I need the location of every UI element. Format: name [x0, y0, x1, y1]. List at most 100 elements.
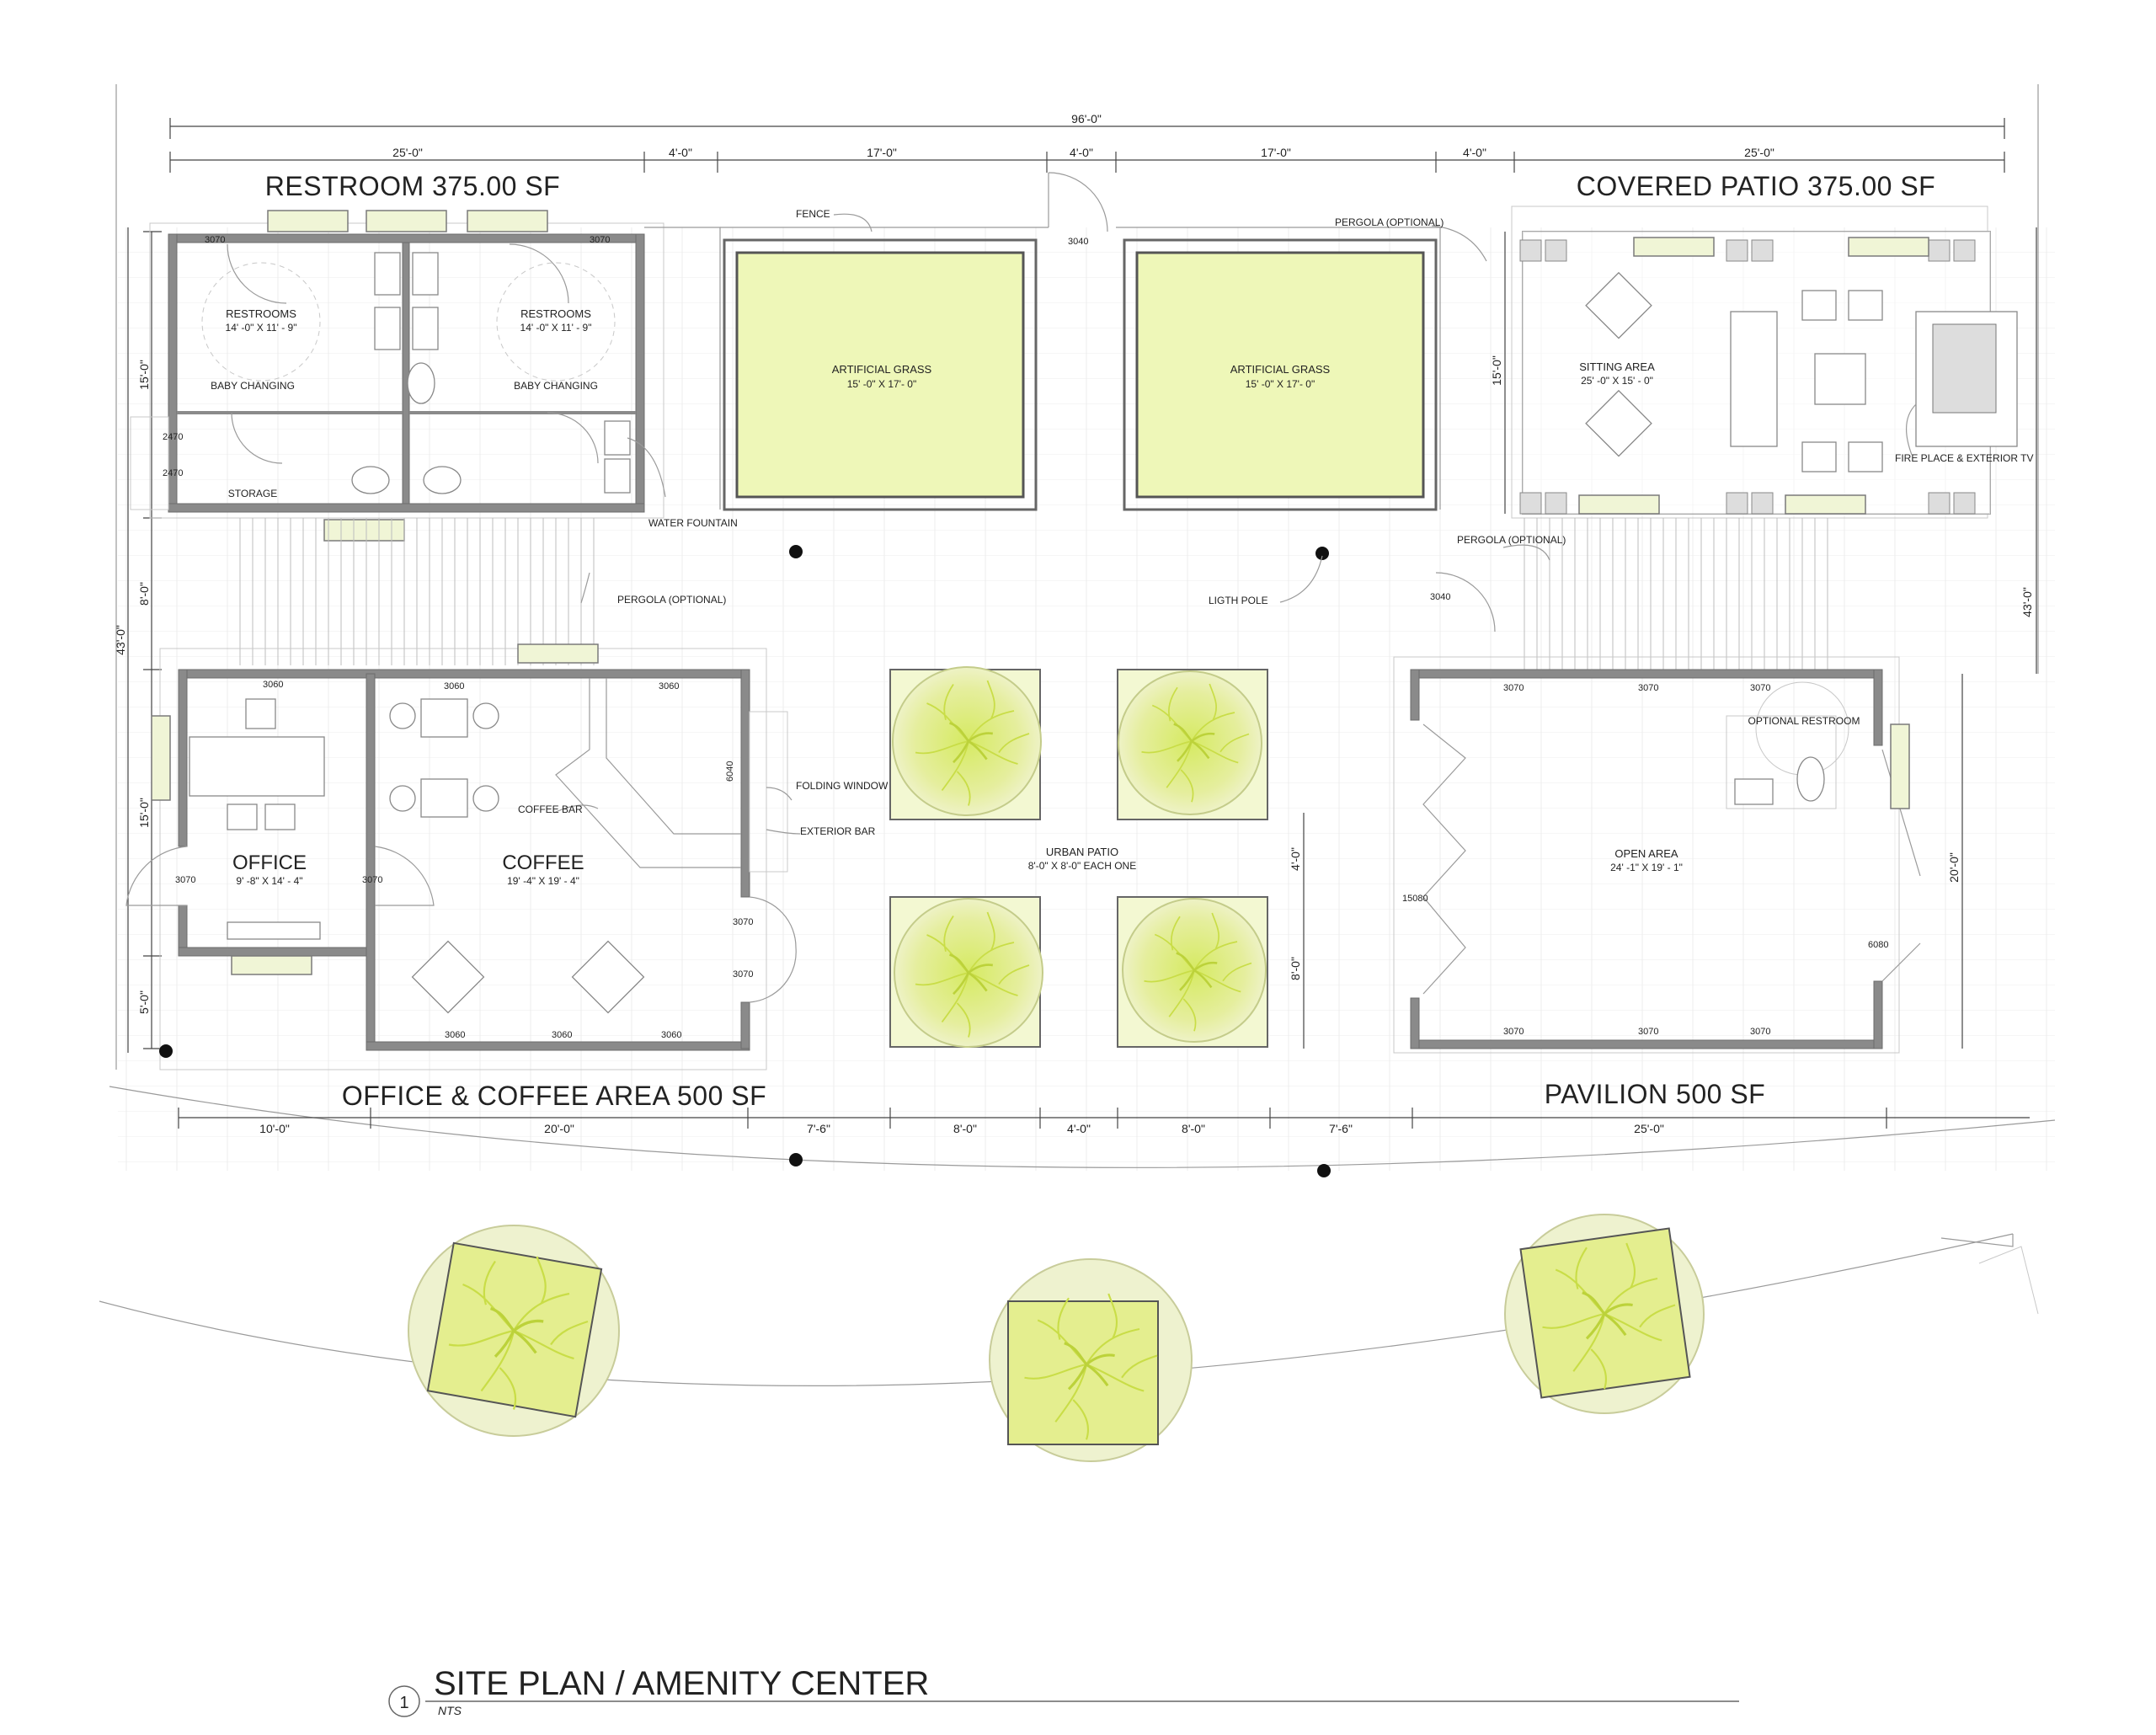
- door-tags: 3070 3070 2470 2470 3040 3040 3060 3060 …: [163, 235, 1888, 1040]
- svg-text:4'-0": 4'-0": [669, 146, 692, 159]
- covered-patio: [1511, 206, 2018, 519]
- fence-note: FENCE: [796, 208, 830, 220]
- svg-text:7'-6": 7'-6": [807, 1122, 830, 1135]
- restroom-building: [130, 210, 664, 542]
- svg-text:25'-0": 25'-0": [392, 146, 423, 159]
- detail-number-bubble: [388, 1685, 420, 1717]
- light-pole-note: LIGTH POLE: [1209, 595, 1268, 606]
- svg-text:3060: 3060: [445, 1030, 465, 1040]
- svg-text:4'-0": 4'-0": [1463, 146, 1486, 159]
- svg-text:3070: 3070: [1750, 1027, 1770, 1037]
- svg-text:5'-0": 5'-0": [137, 990, 151, 1014]
- open-area-size: 24' -1" X 19' - 1": [1610, 862, 1683, 873]
- curb-line-upper: [109, 1086, 2056, 1168]
- restrooms-right-label: RESTROOMS: [520, 307, 591, 320]
- svg-text:3060: 3060: [661, 1030, 681, 1040]
- artificial-grass-2-size: 15' -0" X 17'- 0": [1246, 378, 1315, 390]
- pavilion-building: [1393, 656, 1921, 1054]
- water-fountain-note: WATER FOUNTAIN: [648, 517, 738, 529]
- restrooms-left-label: RESTROOMS: [226, 307, 296, 320]
- svg-text:3070: 3070: [175, 875, 195, 885]
- svg-text:3070: 3070: [1750, 683, 1770, 693]
- baby-changing-right: BABY CHANGING: [514, 380, 598, 392]
- svg-text:15'-0": 15'-0": [137, 360, 151, 390]
- coffee-size: 19' -4" X 19' - 4": [507, 875, 579, 887]
- artificial-grass-2: [1135, 251, 1425, 499]
- svg-text:3060: 3060: [659, 681, 679, 691]
- sitting-area-label: SITTING AREA: [1579, 360, 1655, 373]
- restrooms-right-size: 14' -0" X 11' - 9": [520, 322, 592, 334]
- pergola-note-2: PERGOLA (OPTIONAL): [617, 594, 726, 606]
- pergola-note-1: PERGOLA (OPTIONAL): [1335, 216, 1444, 228]
- svg-text:8'-0": 8'-0": [1182, 1122, 1205, 1135]
- pergola-note-3: PERGOLA (OPTIONAL): [1457, 534, 1566, 546]
- optional-restroom-label: OPTIONAL RESTROOM: [1748, 715, 1860, 727]
- svg-text:3070: 3070: [1503, 683, 1524, 693]
- svg-text:3040: 3040: [1430, 592, 1450, 602]
- svg-text:17'-0": 17'-0": [1261, 146, 1291, 159]
- svg-text:6080: 6080: [1868, 940, 1888, 950]
- urban-patio-trees: [889, 666, 1268, 1048]
- fireplace-note: FIRE PLACE & EXTERIOR TV: [1895, 452, 2033, 464]
- svg-text:20'-0": 20'-0": [544, 1122, 574, 1135]
- svg-text:3070: 3070: [590, 235, 610, 245]
- svg-text:25'-0": 25'-0": [1634, 1122, 1664, 1135]
- artificial-grass-1-size: 15' -0" X 17'- 0": [847, 378, 916, 390]
- coffee-label: COFFEE: [502, 851, 584, 874]
- svg-text:17'-0": 17'-0": [867, 146, 897, 159]
- svg-text:20'-0": 20'-0": [1947, 852, 1961, 883]
- svg-text:15'-0": 15'-0": [137, 798, 151, 828]
- storage-label: STORAGE: [228, 488, 277, 499]
- sitting-area-size: 25' -0" X 15' - 0": [1581, 375, 1653, 387]
- svg-text:2470: 2470: [163, 468, 183, 478]
- detail-number: 1: [399, 1694, 408, 1712]
- svg-text:43'-0": 43'-0": [2020, 587, 2034, 617]
- open-area-label: OPEN AREA: [1614, 847, 1678, 860]
- covered-patio-title: COVERED PATIO 375.00 SF: [1577, 171, 1935, 201]
- svg-text:15080: 15080: [1402, 894, 1428, 904]
- svg-text:2470: 2470: [163, 432, 183, 442]
- drawing-scale: NTS: [438, 1704, 462, 1717]
- right-dimensions: [1504, 227, 2037, 1049]
- svg-text:3040: 3040: [1068, 237, 1088, 247]
- artificial-grass-1: [735, 251, 1025, 499]
- restrooms-left-size: 14' -0" X 11' - 9": [226, 322, 297, 334]
- baby-changing-left: BABY CHANGING: [211, 380, 295, 392]
- svg-text:10'-0": 10'-0": [259, 1122, 290, 1135]
- svg-text:3070: 3070: [733, 969, 753, 980]
- urban-patio-label: URBAN PATIO: [1046, 846, 1118, 858]
- svg-text:3070: 3070: [733, 917, 753, 927]
- office-coffee-title: OFFICE & COFFEE AREA 500 SF: [342, 1081, 766, 1111]
- svg-text:6040: 6040: [725, 761, 735, 782]
- top-dimensions: [169, 118, 2005, 173]
- dimension-labels: 96'-0" 25'-0" 4'-0" 17'-0" 4'-0" 17'-0" …: [114, 112, 2034, 1135]
- svg-text:4'-0": 4'-0": [1070, 146, 1093, 159]
- light-poles: [159, 545, 1331, 1177]
- office-size: 9' -8" X 14' - 4": [236, 875, 302, 887]
- svg-text:3070: 3070: [1638, 1027, 1658, 1037]
- artificial-grass-2-label: ARTIFICIAL GRASS: [1230, 363, 1331, 376]
- fence-lines: [644, 172, 1496, 633]
- drawing-title: SITE PLAN / AMENITY CENTER: [434, 1665, 929, 1702]
- svg-text:3070: 3070: [205, 235, 225, 245]
- svg-text:8'-0": 8'-0": [137, 582, 151, 606]
- leader-lines: [553, 213, 1917, 835]
- pavilion-title: PAVILION 500 SF: [1545, 1079, 1765, 1109]
- svg-text:3070: 3070: [362, 875, 382, 885]
- office-label: OFFICE: [232, 851, 307, 874]
- svg-text:4'-0": 4'-0": [1289, 847, 1302, 871]
- svg-text:3060: 3060: [552, 1030, 572, 1040]
- svg-text:4'-0": 4'-0": [1067, 1122, 1091, 1135]
- street-trees: [408, 1214, 1705, 1462]
- exterior-bar-note: EXTERIOR BAR: [800, 825, 876, 837]
- office-coffee-building: [125, 643, 797, 1070]
- coffee-bar-note: COFFEE BAR: [518, 803, 583, 815]
- svg-text:8'-0": 8'-0": [953, 1122, 977, 1135]
- folding-window-note: FOLDING WINDOW: [796, 780, 889, 792]
- svg-text:43'-0": 43'-0": [114, 625, 127, 655]
- urban-patio-size: 8'-0" X 8'-0" EACH ONE: [1028, 860, 1136, 872]
- svg-text:7'-6": 7'-6": [1329, 1122, 1353, 1135]
- artificial-grass-1-label: ARTIFICIAL GRASS: [832, 363, 932, 376]
- restroom-title: RESTROOM 375.00 SF: [265, 171, 560, 201]
